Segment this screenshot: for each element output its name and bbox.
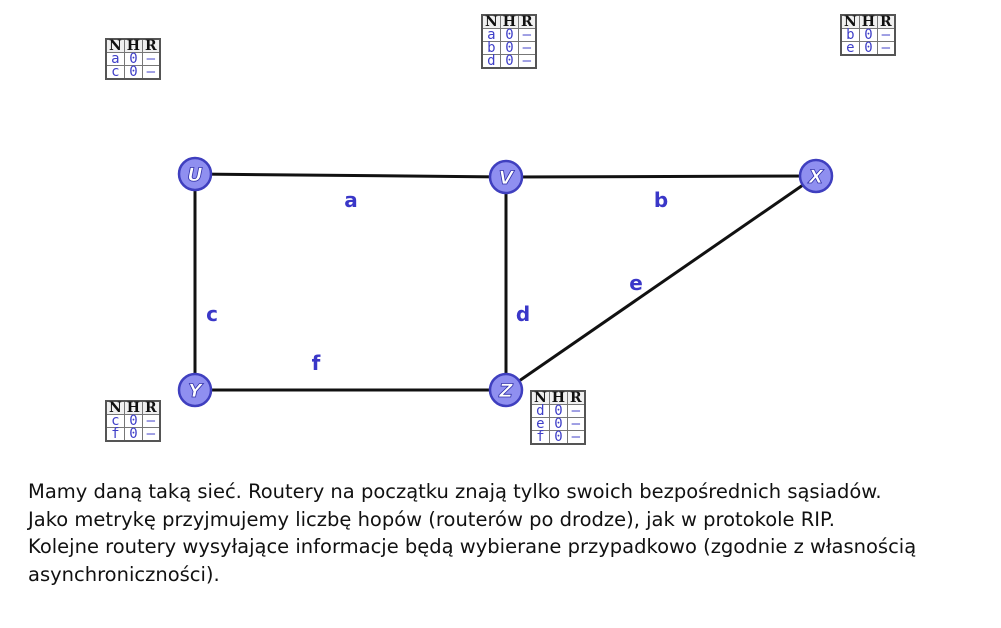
router-node-x: X (798, 158, 834, 194)
edge-e (505, 174, 817, 392)
table-cell: – (567, 430, 586, 445)
table-header-cell: H (548, 390, 569, 405)
router-node-z: Z (488, 372, 524, 408)
table-cell: – (518, 41, 537, 55)
edge-label-f: f (312, 351, 321, 375)
table-cell: a (105, 52, 125, 66)
table-cell: 0 (123, 414, 144, 428)
table-cell: 0 (123, 427, 144, 442)
table-cell: 0 (123, 52, 144, 66)
table-cell: – (142, 414, 161, 428)
table-cell: b (840, 28, 860, 42)
table-cell: b (481, 41, 501, 55)
router-circle (177, 156, 213, 192)
table-header-cell: R (142, 400, 161, 415)
table-header-cell: N (530, 390, 550, 405)
table-cell: – (142, 427, 161, 442)
table-cell: 0 (123, 65, 144, 80)
edge-label-c: c (206, 302, 218, 326)
table-header-cell: N (105, 38, 125, 53)
edge-a (194, 172, 507, 179)
table-header-cell: R (567, 390, 586, 405)
table-cell: 0 (499, 54, 520, 69)
router-node-y: Y (177, 372, 213, 408)
edge-label-d: d (516, 302, 530, 326)
edge-label-a: a (344, 188, 358, 212)
table-cell: – (567, 404, 586, 418)
table-cell: – (518, 54, 537, 69)
caption-line-3: Kolejne routery wysyłające informacje bę… (28, 535, 917, 586)
caption-line-2: Jako metrykę przyjmujemy liczbę hopów (r… (28, 507, 835, 531)
router-label: Z (498, 380, 514, 402)
table-cell: c (105, 414, 125, 428)
edge-label-b: b (654, 188, 668, 212)
table-cell: d (481, 54, 501, 69)
router-node-u: U (177, 156, 213, 192)
table-cell: – (567, 417, 586, 431)
edge-label-e: e (629, 271, 643, 295)
router-circle (488, 372, 524, 408)
table-cell: f (105, 427, 125, 442)
router-circle (177, 372, 213, 408)
table-cell: – (877, 41, 896, 56)
edge-b (505, 174, 817, 179)
table-cell: – (142, 65, 161, 80)
network-diagram: a b c d e f U V X Y Z (177, 156, 834, 408)
router-label: U (187, 164, 203, 186)
table-cell: 0 (858, 28, 879, 42)
table-cell: – (518, 28, 537, 42)
table-cell: 0 (499, 41, 520, 55)
table-cell: 0 (548, 430, 569, 445)
router-circle (798, 158, 834, 194)
table-cell: 0 (548, 417, 569, 431)
table-cell: – (877, 28, 896, 42)
router-circle (488, 159, 524, 195)
router-label: V (499, 167, 515, 189)
table-cell: f (530, 430, 550, 445)
table-cell: 0 (858, 41, 879, 56)
table-header-cell: N (481, 14, 501, 29)
router-label: X (808, 166, 825, 188)
table-header-cell: H (858, 14, 879, 29)
table-header-cell: R (142, 38, 161, 53)
caption-line-1: Mamy daną taką sieć. Routery na początku… (28, 480, 882, 503)
table-header-cell: H (123, 38, 144, 53)
table-header-cell: N (105, 400, 125, 415)
router-label: Y (188, 380, 204, 402)
caption: Mamy daną taką sieć. Routery na początku… (28, 478, 973, 588)
table-cell: e (840, 41, 860, 56)
table-cell: c (105, 65, 125, 80)
router-node-v: V (488, 159, 524, 195)
table-cell: e (530, 417, 550, 431)
table-header-cell: H (123, 400, 144, 415)
table-cell: – (142, 52, 161, 66)
table-header-cell: N (840, 14, 860, 29)
table-header-cell: H (499, 14, 520, 29)
